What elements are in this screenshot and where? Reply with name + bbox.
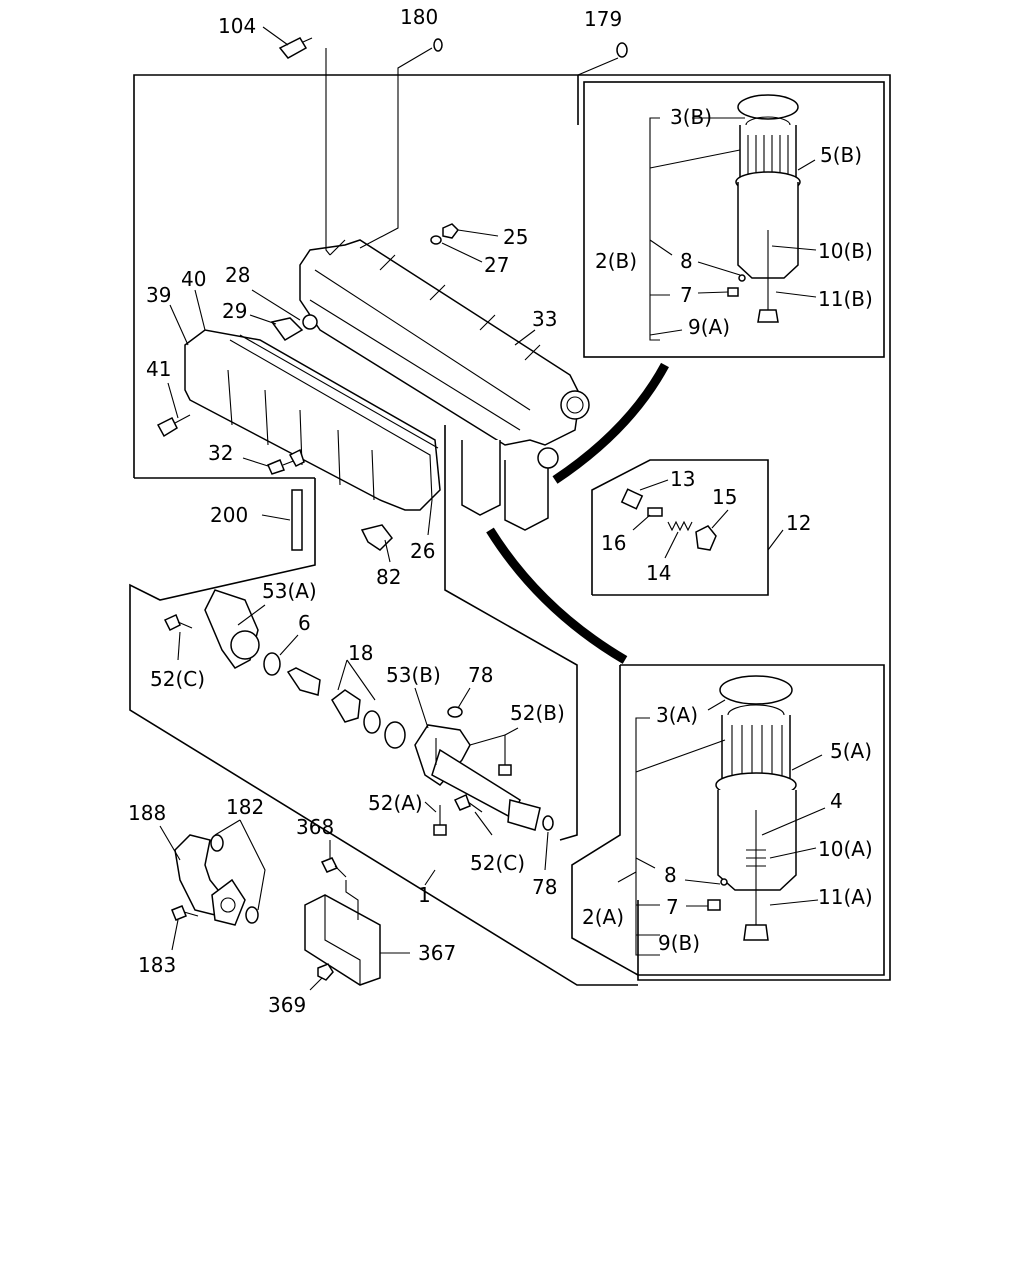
callout-179: 179 (584, 7, 622, 31)
callout-14: 14 (646, 561, 671, 585)
oring-78-bottom (542, 815, 554, 831)
callout-25: 25 (503, 225, 528, 249)
oring-6 (263, 652, 281, 676)
oring-78-top (447, 706, 463, 718)
callout-9b: 9(B) (658, 931, 700, 955)
callout-368: 368 (296, 815, 334, 839)
callout-5a: 5(A) (830, 739, 872, 763)
callout-3b: 3(B) (670, 105, 712, 129)
bolt-52c-right (453, 793, 483, 813)
bracket-367 (304, 894, 381, 986)
callout-6: 6 (298, 611, 311, 635)
callout-10a: 10(A) (818, 837, 873, 861)
bolt-183 (171, 905, 199, 921)
filter-b-assembly (727, 94, 801, 323)
callout-52a: 52(A) (368, 791, 423, 815)
callout-78-top: 78 (468, 663, 493, 687)
clip-82 (360, 524, 393, 551)
bolt-52c-left (163, 613, 193, 632)
callout-8-b: 8 (680, 249, 693, 273)
callout-183: 183 (138, 953, 176, 977)
callout-78-bottom: 78 (532, 875, 557, 899)
callout-26: 26 (410, 539, 435, 563)
callout-7-a: 7 (666, 895, 679, 919)
nut-25 (442, 223, 459, 239)
callout-29: 29 (222, 299, 247, 323)
callout-3a: 3(A) (656, 703, 698, 727)
valve-inset-frame (591, 459, 769, 596)
gasket-29 (270, 317, 304, 341)
bolt-368 (320, 857, 347, 878)
oring-180 (433, 38, 443, 52)
callout-40: 40 (181, 267, 206, 291)
bolt-104 (278, 37, 313, 59)
oil-cooler-element (184, 329, 441, 511)
callout-11b: 11(B) (818, 287, 873, 311)
callout-82: 82 (376, 565, 401, 589)
callout-52c-right: 52(C) (470, 851, 525, 875)
filter-b-inset-frame (577, 75, 885, 358)
callout-8-a: 8 (664, 863, 677, 887)
callout-18: 18 (348, 641, 373, 665)
bolt-32 (267, 448, 305, 475)
callout-52c-left: 52(C) (150, 667, 205, 691)
sleeve-18 (286, 667, 406, 749)
callout-13: 13 (670, 467, 695, 491)
callout-5b: 5(B) (820, 143, 862, 167)
callout-2b: 2(B) (595, 249, 637, 273)
callout-104: 104 (218, 14, 256, 38)
callout-9a: 9(A) (688, 315, 730, 339)
filter-housings (461, 440, 559, 531)
callout-188: 188 (128, 801, 166, 825)
oring-179 (616, 42, 628, 58)
gasket-182 (210, 834, 259, 924)
callout-33: 33 (532, 307, 557, 331)
callout-16: 16 (601, 531, 626, 555)
callout-53b: 53(B) (386, 663, 441, 687)
callout-200: 200 (210, 503, 248, 527)
bolt-52a (433, 805, 447, 836)
bolt-52b (498, 745, 512, 776)
oil-cooler-cover (299, 239, 590, 446)
callout-7-b: 7 (680, 283, 693, 307)
leader-lines (159, 26, 826, 991)
flange-53a (204, 589, 260, 669)
oring-28 (302, 314, 318, 330)
callout-4: 4 (830, 789, 843, 813)
pipe-1 (431, 748, 541, 831)
washer-27 (430, 235, 442, 245)
callout-39: 39 (146, 283, 171, 307)
callout-367: 367 (418, 941, 456, 965)
plug-15 (695, 525, 717, 551)
callout-28: 28 (225, 263, 250, 287)
callout-11a: 11(A) (818, 885, 873, 909)
tube-200 (291, 489, 303, 551)
elbow-188 (174, 834, 246, 926)
arc-to-filter-a (486, 527, 628, 664)
main-boundary-frame (129, 74, 891, 986)
callout-182: 182 (226, 795, 264, 819)
arc-to-filter-b (552, 362, 669, 484)
filter-a-inset-frame (571, 664, 885, 976)
spring-14 (667, 520, 693, 532)
callout-10b: 10(B) (818, 239, 873, 263)
callout-27: 27 (484, 253, 509, 277)
callout-2a: 2(A) (582, 905, 624, 929)
callout-41: 41 (146, 357, 171, 381)
callout-12: 12 (786, 511, 811, 535)
bolt-41 (156, 414, 191, 438)
callout-32: 32 (208, 441, 233, 465)
pin-16 (647, 507, 663, 517)
filter-a-assembly (707, 675, 797, 941)
callout-1: 1 (418, 883, 431, 907)
callout-180: 180 (400, 5, 438, 29)
nut-369 (317, 963, 334, 981)
callout-52b: 52(B) (510, 701, 565, 725)
callout-53a: 53(A) (262, 579, 317, 603)
valve-13 (620, 488, 644, 510)
callout-labels: 104 180 179 3(B) 5(B) 2(B) 8 10(B) 7 11(… (128, 5, 873, 1017)
callout-15: 15 (712, 485, 737, 509)
callout-369: 369 (268, 993, 306, 1017)
